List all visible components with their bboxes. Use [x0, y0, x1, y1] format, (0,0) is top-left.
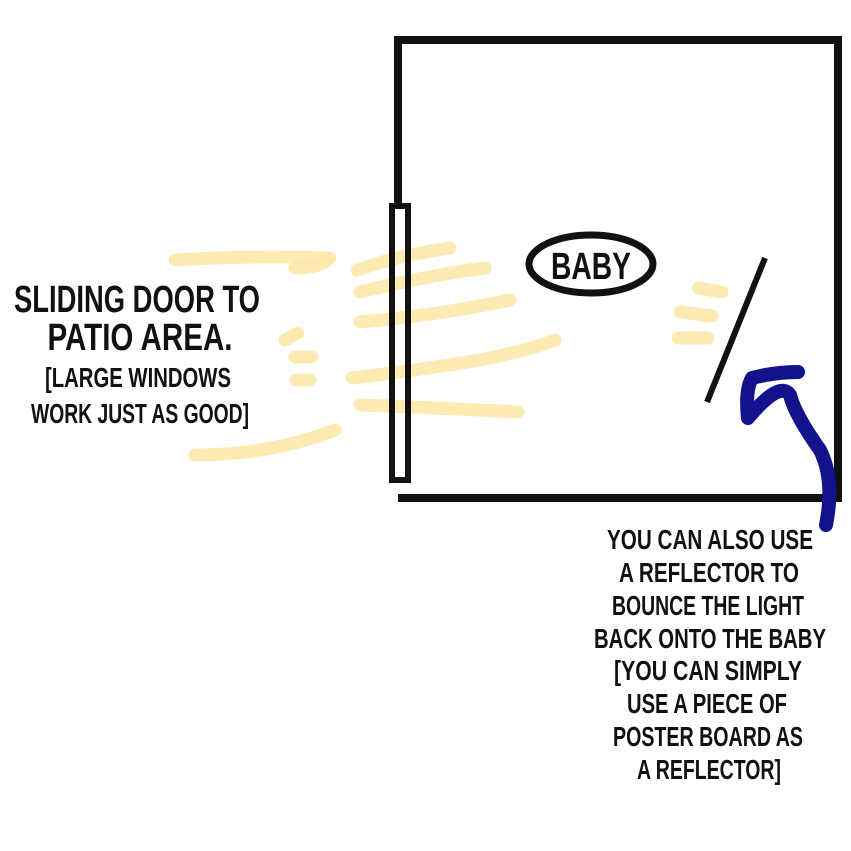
svg-text:POSTER BOARD AS: POSTER BOARD AS: [613, 721, 803, 752]
svg-text:[YOU CAN SIMPLY: [YOU CAN SIMPLY: [614, 655, 802, 686]
arrow-icon: [740, 365, 837, 532]
light-rays: [168, 241, 729, 462]
svg-text:PATIO AREA.: PATIO AREA.: [48, 317, 233, 359]
svg-text:[LARGE WINDOWS: [LARGE WINDOWS: [45, 362, 231, 393]
baby-marker: BABY: [525, 231, 657, 297]
svg-text:BACK ONTO THE BABY: BACK ONTO THE BABY: [594, 623, 826, 654]
svg-text:YOU CAN ALSO USE: YOU CAN ALSO USE: [607, 524, 813, 555]
sliding-door: [389, 203, 411, 483]
svg-text:A REFLECTOR TO: A REFLECTOR TO: [619, 557, 799, 588]
right-caption: YOU CAN ALSO USE A REFLECTOR TO BOUNCE T…: [594, 524, 826, 785]
reflector: [704, 256, 768, 404]
baby-label: BABY: [551, 246, 631, 288]
svg-text:BOUNCE THE LIGHT: BOUNCE THE LIGHT: [612, 590, 804, 621]
svg-text:USE A PIECE OF: USE A PIECE OF: [627, 688, 787, 719]
room-wall: [394, 36, 842, 502]
svg-text:A REFLECTOR]: A REFLECTOR]: [637, 754, 781, 785]
left-caption: SLIDING DOOR TO PATIO AREA. [LARGE WINDO…: [14, 279, 260, 429]
svg-text:WORK JUST AS GOOD]: WORK JUST AS GOOD]: [31, 398, 249, 429]
svg-text:SLIDING DOOR TO: SLIDING DOOR TO: [14, 279, 260, 321]
